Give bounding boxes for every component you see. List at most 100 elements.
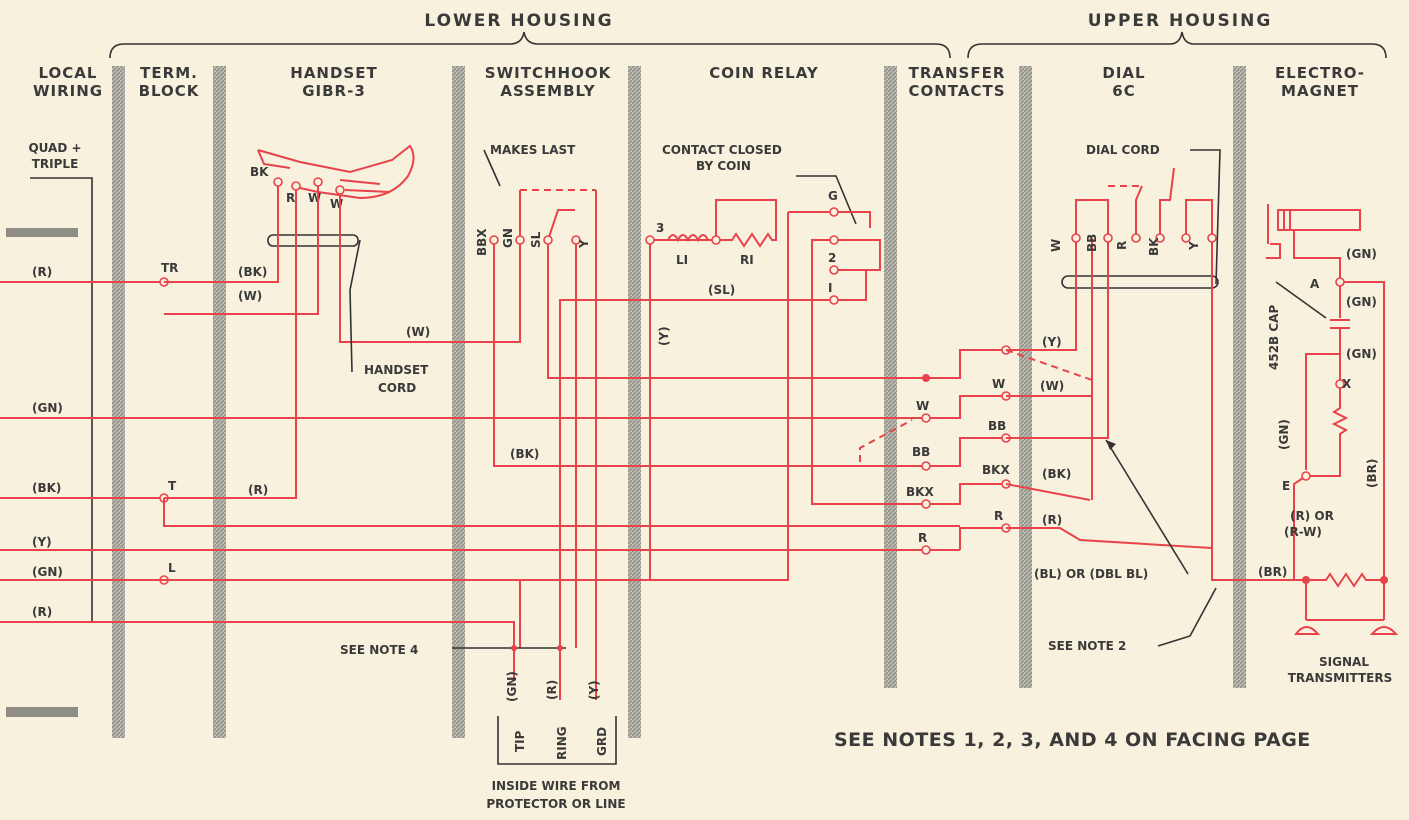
cap-label: 452B CAP xyxy=(1267,305,1281,370)
wire-label: (BK) xyxy=(510,447,539,461)
terminal-dial-w xyxy=(1071,233,1081,243)
header-electromagnet: ELECTRO- xyxy=(1275,64,1365,82)
terminal-label: RI xyxy=(740,253,754,267)
see-note-2-pointer xyxy=(1157,587,1217,647)
wire-label: (BR) xyxy=(1365,459,1379,488)
terminal-x xyxy=(1335,379,1345,389)
terminal-br xyxy=(1302,576,1310,584)
terminal-label: X xyxy=(1342,377,1352,391)
terminal-gn xyxy=(515,235,525,245)
signal-transmitter-icon xyxy=(1294,626,1321,635)
makes-last-label: MAKES LAST xyxy=(490,143,576,157)
header-local-wiring: LOCAL xyxy=(39,64,98,82)
inside-wire-label: INSIDE WIRE FROM xyxy=(492,779,621,793)
transfer-wiring xyxy=(859,349,1004,550)
terminal-e xyxy=(1301,471,1311,481)
makes-last-pointer xyxy=(483,149,501,187)
terminal-label: BKX xyxy=(982,463,1010,477)
separator-bar xyxy=(1019,66,1032,688)
terminal-label: T xyxy=(168,479,177,493)
terminal-transfer-bkx xyxy=(921,499,931,509)
header-transfer: TRANSFER xyxy=(909,64,1006,82)
header-transfer: CONTACTS xyxy=(908,82,1005,100)
terminal-label: L xyxy=(168,561,176,575)
terminal-label: 3 xyxy=(656,221,664,235)
terminal-label: R xyxy=(1115,241,1129,250)
handset-cord-clamp xyxy=(267,234,359,247)
terminal-label: I xyxy=(828,281,832,295)
terminal-label: LI xyxy=(676,253,688,267)
signal-transmitter-icon xyxy=(1369,626,1399,635)
junction xyxy=(511,645,517,651)
separator-bar xyxy=(1233,66,1246,688)
signal-transmitters-label: SIGNAL xyxy=(1319,655,1369,669)
header-dial: DIAL xyxy=(1102,64,1145,82)
terminal-label: R xyxy=(286,191,295,205)
terminal-label: R xyxy=(994,509,1003,523)
wire-label: (Y) xyxy=(1042,335,1062,349)
terminal-label: BB xyxy=(1085,234,1099,252)
wire-label: (R) xyxy=(248,483,268,497)
terminal-label: BKX xyxy=(906,485,934,499)
terminal-label: BB xyxy=(988,419,1006,433)
inside-wire xyxy=(513,648,597,700)
header-electromagnet: MAGNET xyxy=(1281,82,1359,100)
header-switchhook: ASSEMBLY xyxy=(500,82,595,100)
dial-cord-clamp xyxy=(1061,275,1219,289)
terminal-label: W xyxy=(916,399,929,413)
handset-cord-pointer xyxy=(349,239,361,373)
quad-triple-label: TRIPLE xyxy=(32,157,79,171)
header-handset: HANDSET xyxy=(290,64,377,82)
terminal-w xyxy=(335,185,345,195)
terminal-a xyxy=(1335,277,1345,287)
terminal-label: Y xyxy=(1187,241,1201,251)
terminal-dial-bk xyxy=(1155,233,1165,243)
inside-wire-label: PROTECTOR OR LINE xyxy=(486,797,625,811)
terminal-label: BB xyxy=(912,445,930,459)
header-switchhook: SWITCHHOOK xyxy=(485,64,612,82)
terminal-transfer-r xyxy=(921,545,931,555)
terminal-label: R xyxy=(918,531,927,545)
wire-label: (GN) xyxy=(1277,419,1291,450)
wire-label: (BK) xyxy=(32,481,61,495)
wire-label: (GN) xyxy=(32,565,63,579)
terminal-w xyxy=(313,177,323,187)
dial-wiring xyxy=(1005,167,1300,581)
wire-label: (W) xyxy=(406,325,430,339)
terminal-li-ri xyxy=(711,235,721,245)
grd-label: GRD xyxy=(595,727,609,756)
wire-label: (Y) xyxy=(657,326,671,346)
upper-housing-brace xyxy=(967,31,1387,59)
wire-label: (GN) xyxy=(1346,247,1377,261)
header-term-block: BLOCK xyxy=(139,82,200,100)
terminal-bk xyxy=(273,177,283,187)
see-note-2-label: SEE NOTE 2 xyxy=(1048,639,1126,653)
handset-wires xyxy=(163,186,960,527)
wire-label: (GN) xyxy=(1346,347,1377,361)
header-coin-relay: COIN RELAY xyxy=(709,64,819,82)
bl-pointer xyxy=(1105,439,1189,575)
contact-closed-label: BY COIN xyxy=(696,159,751,173)
arrowhead-icon xyxy=(1106,440,1116,450)
terminal-label: 2 xyxy=(828,251,836,265)
contact-closed-pointer xyxy=(796,175,857,225)
footer-note: SEE NOTES 1, 2, 3, AND 4 ON FACING PAGE xyxy=(834,729,1311,751)
terminal-label: G xyxy=(828,189,838,203)
handset-cord-label: HANDSET xyxy=(364,363,429,377)
terminal-label: TR xyxy=(161,261,178,275)
wire-label: (Y) xyxy=(32,535,52,549)
wire-label: (Y) xyxy=(587,680,601,700)
quad-triple-bracket xyxy=(30,177,93,622)
bl-or-dbl-label: (BL) OR (DBL BL) xyxy=(1034,567,1148,581)
terminal-label: E xyxy=(1282,479,1290,493)
coin-relay-wiring xyxy=(160,199,930,648)
terminal-g xyxy=(829,207,839,217)
dial-cord-label: DIAL CORD xyxy=(1086,143,1160,157)
wire-label: (R) xyxy=(32,265,52,279)
terminal-label: BK xyxy=(1147,237,1161,256)
contact-closed-label: CONTACT CLOSED xyxy=(662,143,782,157)
margin-tab xyxy=(6,707,78,717)
header-local-wiring: WIRING xyxy=(33,82,103,100)
wire-label: (W) xyxy=(238,289,262,303)
